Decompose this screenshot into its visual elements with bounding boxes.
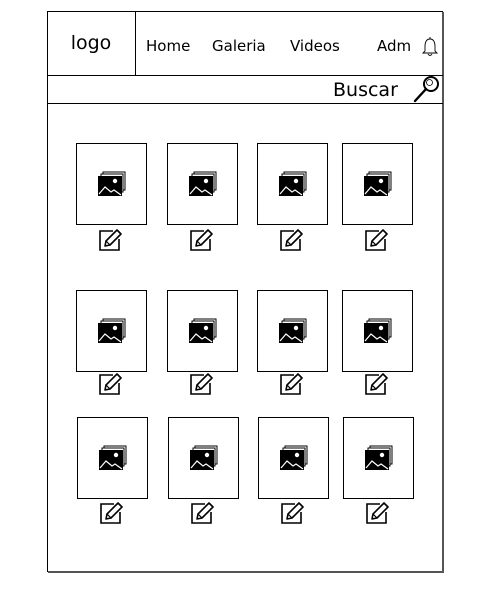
image-icon: [98, 445, 126, 470]
image-icon: [188, 171, 216, 196]
edit-icon[interactable]: [188, 372, 214, 398]
search-icon[interactable]: [412, 74, 442, 104]
edit-icon[interactable]: [188, 228, 214, 254]
image-icon: [97, 171, 125, 196]
image-icon: [363, 171, 391, 196]
image-icon: [278, 171, 306, 196]
image-icon: [364, 445, 392, 470]
edit-icon[interactable]: [364, 501, 390, 527]
gallery-image-card[interactable]: [342, 143, 413, 225]
image-icon: [279, 445, 307, 470]
gallery-image-card[interactable]: [342, 290, 413, 372]
edit-icon[interactable]: [97, 372, 123, 398]
search-divider: [47, 103, 443, 104]
frame-shadow: [48, 571, 443, 573]
edit-icon[interactable]: [363, 372, 389, 398]
image-icon: [363, 318, 391, 343]
image-icon: [189, 445, 217, 470]
gallery-image-card[interactable]: [343, 417, 414, 499]
edit-icon[interactable]: [97, 228, 123, 254]
image-icon: [278, 318, 306, 343]
nav-galeria[interactable]: Galeria: [212, 37, 266, 55]
frame-shadow-right: [442, 12, 444, 573]
gallery-image-card[interactable]: [76, 290, 147, 372]
gallery-image-card[interactable]: [257, 290, 328, 372]
edit-icon[interactable]: [278, 228, 304, 254]
gallery-image-card[interactable]: [168, 417, 239, 499]
gallery-image-card[interactable]: [76, 143, 147, 225]
bell-icon[interactable]: [421, 36, 439, 58]
nav-videos[interactable]: Videos: [290, 37, 340, 55]
nav-adm[interactable]: Adm: [377, 37, 412, 55]
image-icon: [97, 318, 125, 343]
edit-icon[interactable]: [278, 372, 304, 398]
edit-icon[interactable]: [98, 501, 124, 527]
logo[interactable]: logo: [47, 11, 136, 75]
edit-icon[interactable]: [363, 228, 389, 254]
image-icon: [188, 318, 216, 343]
search-label[interactable]: Buscar: [333, 79, 398, 101]
gallery-image-card[interactable]: [167, 290, 238, 372]
gallery-image-card[interactable]: [258, 417, 329, 499]
edit-icon[interactable]: [189, 501, 215, 527]
gallery-image-card[interactable]: [77, 417, 148, 499]
gallery-image-card[interactable]: [257, 143, 328, 225]
edit-icon[interactable]: [279, 501, 305, 527]
gallery-image-card[interactable]: [167, 143, 238, 225]
nav-home[interactable]: Home: [146, 37, 191, 55]
header-divider: [47, 75, 443, 76]
